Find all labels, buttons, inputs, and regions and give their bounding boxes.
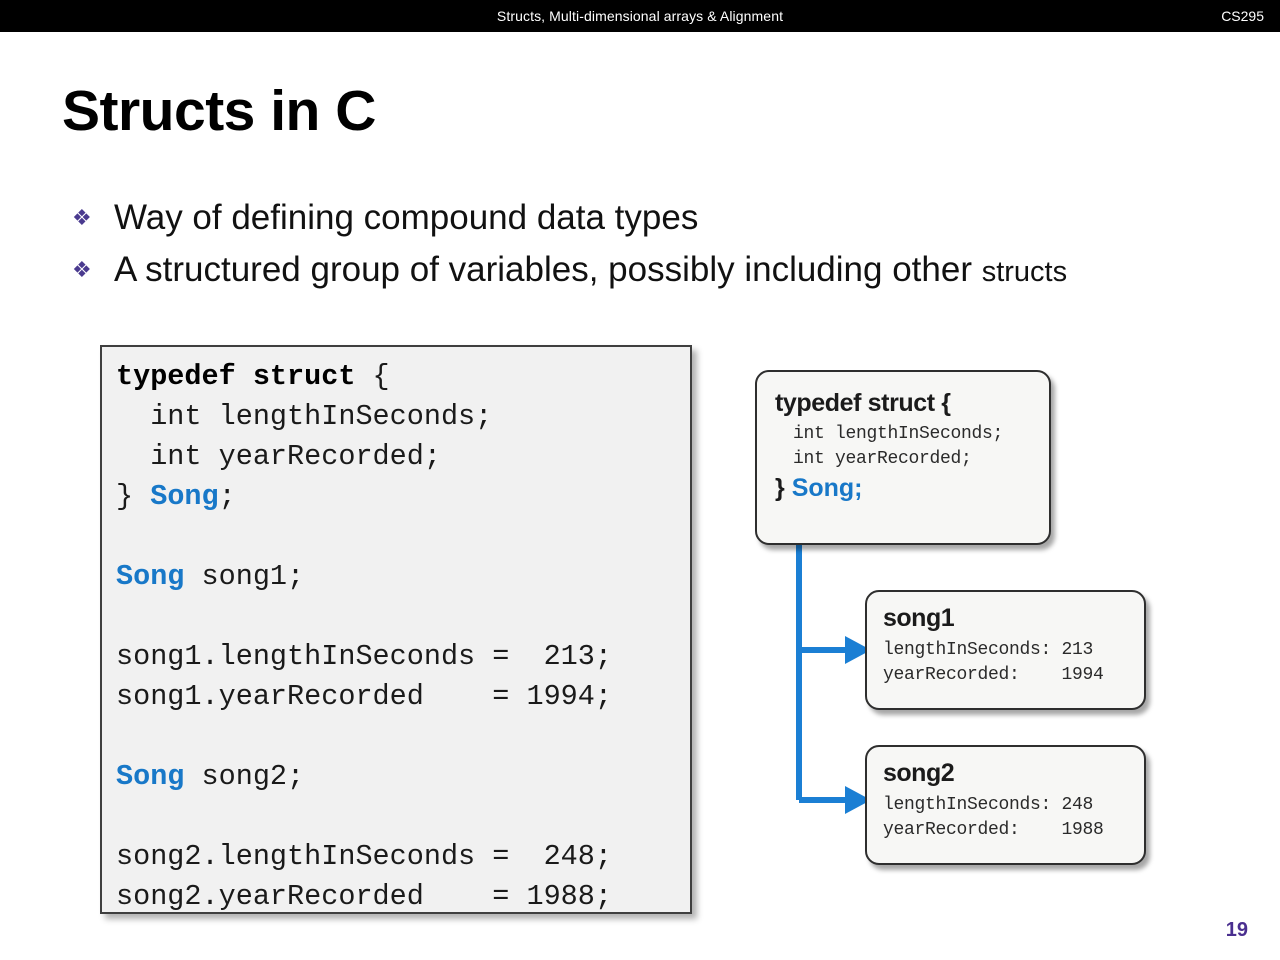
code-line-field2: int yearRecorded; bbox=[116, 440, 441, 473]
code-line-song1-year: song1.yearRecorded = 1994; bbox=[116, 680, 612, 713]
code-close-brace: } bbox=[116, 480, 151, 513]
diagram-instance-length: lengthInSeconds: 248 bbox=[883, 795, 1094, 815]
diagram-instance-name: song2 bbox=[883, 759, 955, 787]
diagram-instance-box-song2: song2 lengthInSeconds: 248 yearRecorded:… bbox=[865, 745, 1146, 865]
diagram-type-song: Song; bbox=[791, 474, 863, 502]
code-line-song2-length: song2.lengthInSeconds = 248; bbox=[116, 840, 612, 873]
diagram-typedef-close: } Song; bbox=[775, 474, 863, 502]
code-listing: typedef struct { int lengthInSeconds; in… bbox=[116, 357, 612, 913]
diamond-bullet-icon: ❖ bbox=[72, 205, 92, 230]
diagram-instance-length: lengthInSeconds: 213 bbox=[883, 640, 1094, 660]
list-item: ❖ A structured group of variables, possi… bbox=[62, 250, 1232, 302]
diagram-typedef-field2: int yearRecorded; bbox=[793, 449, 972, 469]
code-type-song: Song bbox=[116, 760, 185, 793]
code-decl-song1: song1; bbox=[184, 560, 305, 593]
code-panel: typedef struct { int lengthInSeconds; in… bbox=[100, 345, 692, 914]
code-text-brace: { bbox=[355, 360, 390, 393]
code-type-song: Song bbox=[116, 560, 185, 593]
header-title: Structs, Multi-dimensional arrays & Alig… bbox=[496, 8, 784, 24]
diagram-instance-box-song1: song1 lengthInSeconds: 213 yearRecorded:… bbox=[865, 590, 1146, 710]
list-item: ❖ Way of defining compound data types bbox=[62, 198, 1232, 250]
code-semicolon: ; bbox=[218, 480, 236, 513]
connector-arrows bbox=[796, 545, 871, 814]
code-decl-song2: song2; bbox=[184, 760, 305, 793]
diagram-typedef-box: typedef struct { int lengthInSeconds; in… bbox=[755, 370, 1051, 545]
bullet-text: Way of defining compound data types bbox=[114, 198, 699, 237]
code-type-song: Song bbox=[150, 480, 219, 513]
diagram-instance-year: yearRecorded: 1988 bbox=[883, 820, 1104, 840]
code-line-song2-year: song2.yearRecorded = 1988; bbox=[116, 880, 612, 913]
code-line-song1-length: song1.lengthInSeconds = 213; bbox=[116, 640, 612, 673]
page-number: 19 bbox=[1225, 919, 1248, 941]
diagram-instance-year: yearRecorded: 1994 bbox=[883, 665, 1104, 685]
diagram-instance-name: song1 bbox=[883, 604, 955, 632]
code-keyword-typedef-struct: typedef struct bbox=[116, 360, 356, 393]
bullet-text: A structured group of variables, possibl… bbox=[114, 250, 1068, 289]
header-bar: Structs, Multi-dimensional arrays & Alig… bbox=[0, 0, 1280, 32]
diagram-typedef-header: typedef struct { bbox=[775, 389, 951, 417]
header-course-code: CS295 bbox=[1221, 8, 1264, 24]
code-line-field1: int lengthInSeconds; bbox=[116, 400, 493, 433]
page-title: Structs in C bbox=[62, 79, 376, 143]
bullet-list: ❖ Way of defining compound data types ❖ … bbox=[62, 198, 1232, 302]
diamond-bullet-icon: ❖ bbox=[72, 257, 92, 282]
diagram-typedef-field1: int lengthInSeconds; bbox=[793, 424, 1004, 444]
struct-diagram: typedef struct { int lengthInSeconds; in… bbox=[745, 360, 1165, 870]
